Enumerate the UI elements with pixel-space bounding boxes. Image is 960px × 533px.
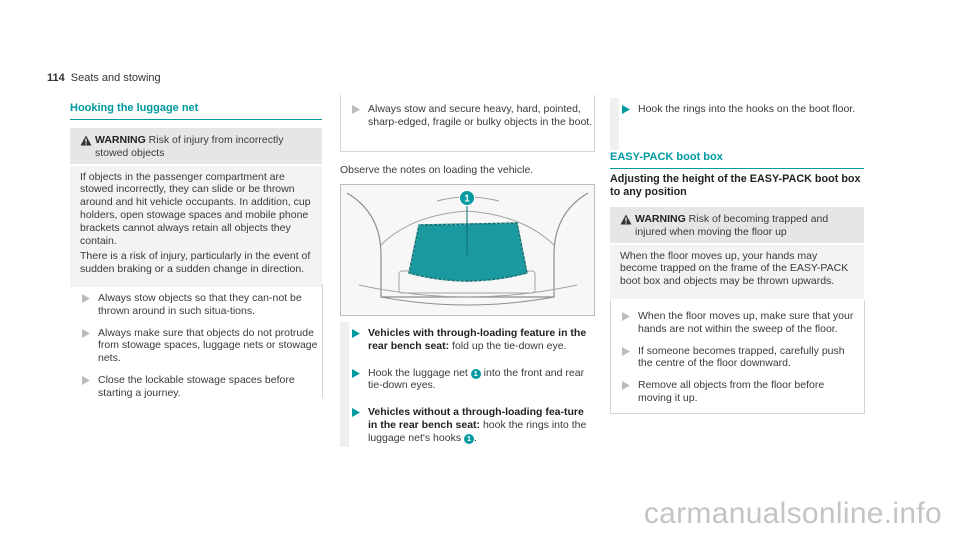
step-side-bar (610, 98, 619, 150)
warning-triangle-icon (80, 134, 95, 160)
warning-paragraph-1: When the floor moves up, your hands may … (620, 249, 849, 288)
observe-text: Observe the notes on loading the vehicle… (340, 164, 534, 176)
top-step: Always stow and secure heavy, hard, poin… (352, 103, 594, 129)
boot-illustration: 1 (340, 184, 595, 316)
arrow-icon (82, 374, 98, 400)
warning-continuation-frame (340, 95, 595, 152)
step-text: Always stow and secure heavy, hard, poin… (368, 103, 593, 128)
step-text: Hook the rings into the hooks on the boo… (638, 103, 856, 115)
arrow-icon (622, 103, 638, 116)
warning-steps: Always stow objects so that they can-not… (82, 292, 322, 400)
warning-frame (610, 300, 865, 414)
arrow-icon (622, 379, 638, 405)
top-step: Hook the rings into the hooks on the boo… (622, 103, 864, 116)
step-text: Close the lockable stowage spaces before… (98, 373, 295, 399)
arrow-icon (352, 103, 368, 129)
step-text: Remove all objects from the floor before… (638, 379, 825, 404)
step-item: Always make sure that objects do not pro… (82, 327, 322, 365)
arrow-icon (622, 310, 638, 336)
step-item: Remove all objects from the floor before… (622, 379, 860, 405)
arrow-icon (82, 292, 98, 318)
page-number: 114 (47, 72, 65, 84)
warning-paragraph-2: There is a risk of injury, particularly … (80, 250, 311, 276)
step-text: When the floor moves up, make sure that … (638, 310, 854, 335)
step-text: Always stow objects so that they can-not… (98, 292, 302, 317)
warning-header: WARNING Risk of injury from incorrectly … (70, 128, 322, 166)
warning-triangle-icon (620, 213, 635, 239)
warning-body: When the floor moves up, your hands may … (610, 244, 864, 299)
step-bold-text: Vehicles without a through-loading fea-t… (368, 406, 584, 431)
boot-drawing: 1 (346, 190, 589, 306)
callout-number: 1 (464, 194, 470, 205)
page-header: 114 Seats and stowing (47, 72, 161, 85)
step-text: into the front and rear tie-down eyes. (368, 366, 585, 392)
warning-frame (70, 284, 323, 398)
warning-body: If objects in the passenger compartment … (70, 165, 322, 287)
callout-number-badge: 1 (470, 368, 481, 379)
step-text: Always make sure that objects do not pro… (98, 326, 318, 365)
callout-number-badge: 1 (464, 433, 474, 444)
warning-paragraph-1: If objects in the passenger compartment … (80, 170, 311, 247)
step-item: Close the lockable stowage spaces before… (82, 374, 322, 400)
middle-steps: Vehicles with through-loading feature in… (352, 327, 594, 445)
warning-label: WARNING (95, 134, 146, 146)
step-item: Vehicles with through-loading feature in… (352, 327, 594, 353)
step-bold-text: Vehicles with through-loading feature in… (368, 327, 587, 352)
step-text: Hook the luggage net (368, 366, 468, 379)
step-item: When the floor moves up, make sure that … (622, 310, 860, 336)
step-text: If someone becomes trapped, carefully pu… (638, 344, 845, 370)
subsection-title: Adjusting the height of the EASY-PACK bo… (610, 173, 861, 198)
arrow-icon (82, 327, 98, 365)
step-item: Always stow objects so that they can-not… (82, 292, 322, 318)
warning-label: WARNING (635, 213, 686, 225)
warning-heading-text: Risk of injury from incorrectly stowed o… (95, 134, 284, 159)
arrow-icon (622, 345, 638, 371)
step-side-bar (340, 322, 349, 447)
section-title-luggage-net: Hooking the luggage net (70, 102, 322, 120)
step-text: hook the rings into the luggage net's ho… (368, 418, 587, 444)
step-item: Vehicles without a through-loading fea-t… (352, 406, 594, 444)
chapter-title: Seats and stowing (70, 72, 161, 84)
watermark: carmanualsonline.info (643, 497, 942, 531)
step-text: . (474, 431, 477, 444)
section-title-easy-pack: EASY-PACK boot box (610, 151, 864, 169)
step-text: fold up the tie-down eye. (452, 339, 567, 352)
step-item: If someone becomes trapped, carefully pu… (622, 345, 860, 371)
arrow-icon (352, 406, 368, 444)
step-item: Hook the luggage net 1 into the front an… (352, 367, 594, 393)
warning-heading-text: Risk of becoming trapped and injured whe… (635, 213, 829, 238)
warning-box: WARNING Risk of becoming trapped and inj… (610, 207, 864, 299)
arrow-icon (352, 367, 368, 393)
warning-header: WARNING Risk of becoming trapped and inj… (610, 207, 864, 245)
warning-steps: When the floor moves up, make sure that … (622, 310, 860, 405)
warning-box: WARNING Risk of injury from incorrectly … (70, 128, 322, 287)
arrow-icon (352, 327, 368, 353)
